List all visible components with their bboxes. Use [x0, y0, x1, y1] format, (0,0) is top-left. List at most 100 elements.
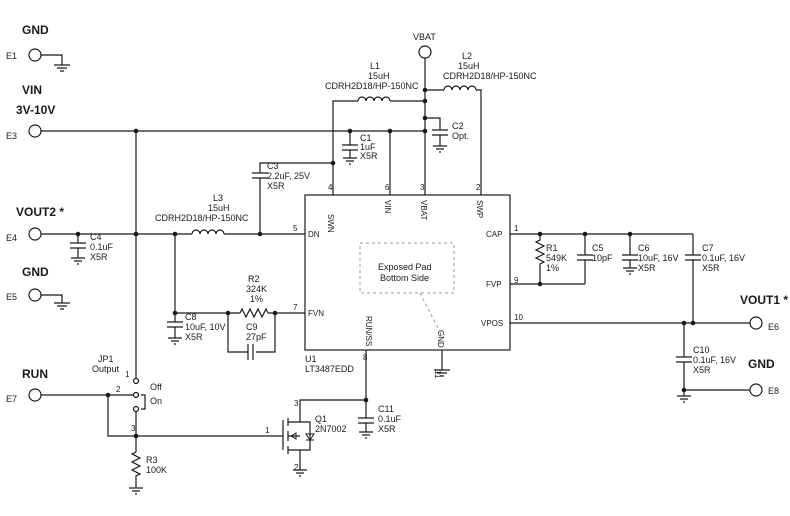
c9-wire: [227, 313, 276, 353]
terminal-e3[interactable]: [28, 124, 42, 138]
l2-value: 15uH: [458, 61, 480, 71]
junction-dot: [537, 281, 543, 287]
c2-ref: C2: [452, 121, 464, 131]
pin-swn-number: 4: [328, 183, 333, 192]
q1-mosfet: [282, 399, 366, 462]
c4-ref: C4: [90, 232, 102, 242]
c7-type: X5R: [702, 263, 720, 273]
q1-pin-d-number: 3: [294, 399, 299, 408]
vin-range-label: 3V-10V: [16, 103, 55, 117]
vin-label: VIN: [22, 83, 42, 97]
terminal-e7[interactable]: [28, 388, 42, 402]
pin-dn-number: 5: [293, 224, 298, 233]
r2-ref: R2: [248, 274, 260, 284]
terminal-e5[interactable]: [28, 288, 42, 302]
r2-tol: 1%: [250, 294, 263, 304]
jp1-pin2[interactable]: [132, 391, 140, 399]
r1-tol: 1%: [546, 263, 559, 273]
c3-capacitor: [252, 172, 268, 179]
pin-dn-label: DN: [308, 230, 320, 239]
pin-fvn-label: FVN: [308, 309, 324, 318]
l3-value: 15uH: [208, 203, 230, 213]
pin-vbat-number: 3: [420, 183, 425, 192]
terminal-e1[interactable]: [28, 48, 42, 62]
r1-value: 549K: [546, 253, 567, 263]
ground-symbol: [129, 487, 143, 495]
terminal-e1-label: E1: [6, 51, 17, 61]
vout1-label: VOUT1 *: [740, 293, 788, 307]
c3-type: X5R: [267, 181, 285, 191]
c5-ref: C5: [592, 243, 604, 253]
q1-pin-s-number: 2: [294, 463, 299, 472]
jp1-off: Off: [150, 382, 162, 392]
c10-value: 0.1uF, 16V: [693, 355, 736, 365]
junction-dot: [330, 160, 336, 166]
ground-symbol: [71, 257, 85, 265]
ic-u1-body: [304, 194, 511, 351]
pin-vpos-label: VPOS: [481, 319, 503, 328]
exposed-pad-line2: Bottom Side: [380, 273, 429, 283]
vout2-label: VOUT2 *: [16, 205, 64, 219]
c2-capacitor: [425, 117, 448, 146]
gnd-mid-wire: [41, 294, 63, 303]
r1-resistor: [534, 234, 546, 284]
c9-ref: C9: [246, 322, 258, 332]
l1-inductor: [357, 96, 391, 102]
pin-swn-label: SWN: [326, 214, 335, 233]
r1-ref: R1: [546, 243, 558, 253]
c9-capacitor: [247, 344, 254, 360]
c7-value: 0.1uF, 16V: [702, 253, 745, 263]
terminal-e4-label: E4: [6, 233, 17, 243]
c4-capacitor: [70, 234, 86, 258]
vbat-label: VBAT: [413, 32, 436, 42]
l1-part: CDRH2D18/HP-150NC: [325, 81, 419, 91]
c10-capacitor: [676, 323, 692, 390]
c7-ref: C7: [702, 243, 714, 253]
run-label: RUN: [22, 367, 48, 381]
c7-capacitor: [685, 234, 701, 323]
jp1-pin3[interactable]: [132, 405, 140, 413]
c1-value: 1uF: [360, 142, 376, 152]
l2-swp-wire: [476, 89, 482, 195]
gnd-mid-label: GND: [22, 265, 49, 279]
ground-symbol: [677, 390, 691, 403]
r2-value: 324K: [246, 284, 267, 294]
exposed-pad-line1: Exposed Pad: [378, 262, 432, 272]
terminal-e4[interactable]: [28, 227, 42, 241]
c11-capacitor: [358, 400, 374, 432]
jp1-shunt[interactable]: [141, 394, 146, 410]
pin-vin-label: VIN: [383, 200, 392, 214]
q1-ref: Q1: [315, 414, 327, 424]
l3-part: CDRH2D18/HP-150NC: [155, 213, 249, 223]
pin-fvp-label: FVP: [486, 280, 502, 289]
c3-ref: C3: [267, 161, 279, 171]
vbat-terminal[interactable]: [418, 45, 432, 59]
jp1-pin1[interactable]: [132, 377, 140, 385]
c9-value: 27pF: [246, 332, 267, 342]
junction-dot: [387, 128, 393, 134]
c8-ref: C8: [185, 312, 197, 322]
ground-symbol: [359, 431, 373, 439]
pin-vin-number: 6: [385, 183, 390, 192]
c6-capacitor: [622, 234, 638, 268]
jp1-label: Output: [92, 364, 120, 374]
terminal-e8[interactable]: [749, 383, 763, 397]
run-to-gate-wire: [107, 395, 136, 437]
gnd-top-label: GND: [22, 23, 49, 37]
terminal-e6[interactable]: [749, 316, 763, 330]
junction-dot: [422, 128, 428, 134]
l3-inductor: [191, 229, 225, 235]
q1-pin-g-number: 1: [265, 426, 270, 435]
pin-swp-number: 2: [476, 183, 481, 192]
terminal-e7-label: E7: [6, 394, 17, 404]
r3-ref: R3: [146, 455, 158, 465]
r3-resistor: [130, 451, 142, 488]
exposed-pad-leader: [419, 292, 443, 337]
l2-part: CDRH2D18/HP-150NC: [443, 71, 537, 81]
gnd-right-label: GND: [748, 357, 775, 371]
q1-part: 2N7002: [315, 424, 347, 434]
r2-resistor: [239, 307, 269, 319]
c11-value: 0.1uF: [378, 414, 402, 424]
junction-dot: [690, 320, 696, 326]
pin-swp-label: SWP: [475, 200, 484, 218]
